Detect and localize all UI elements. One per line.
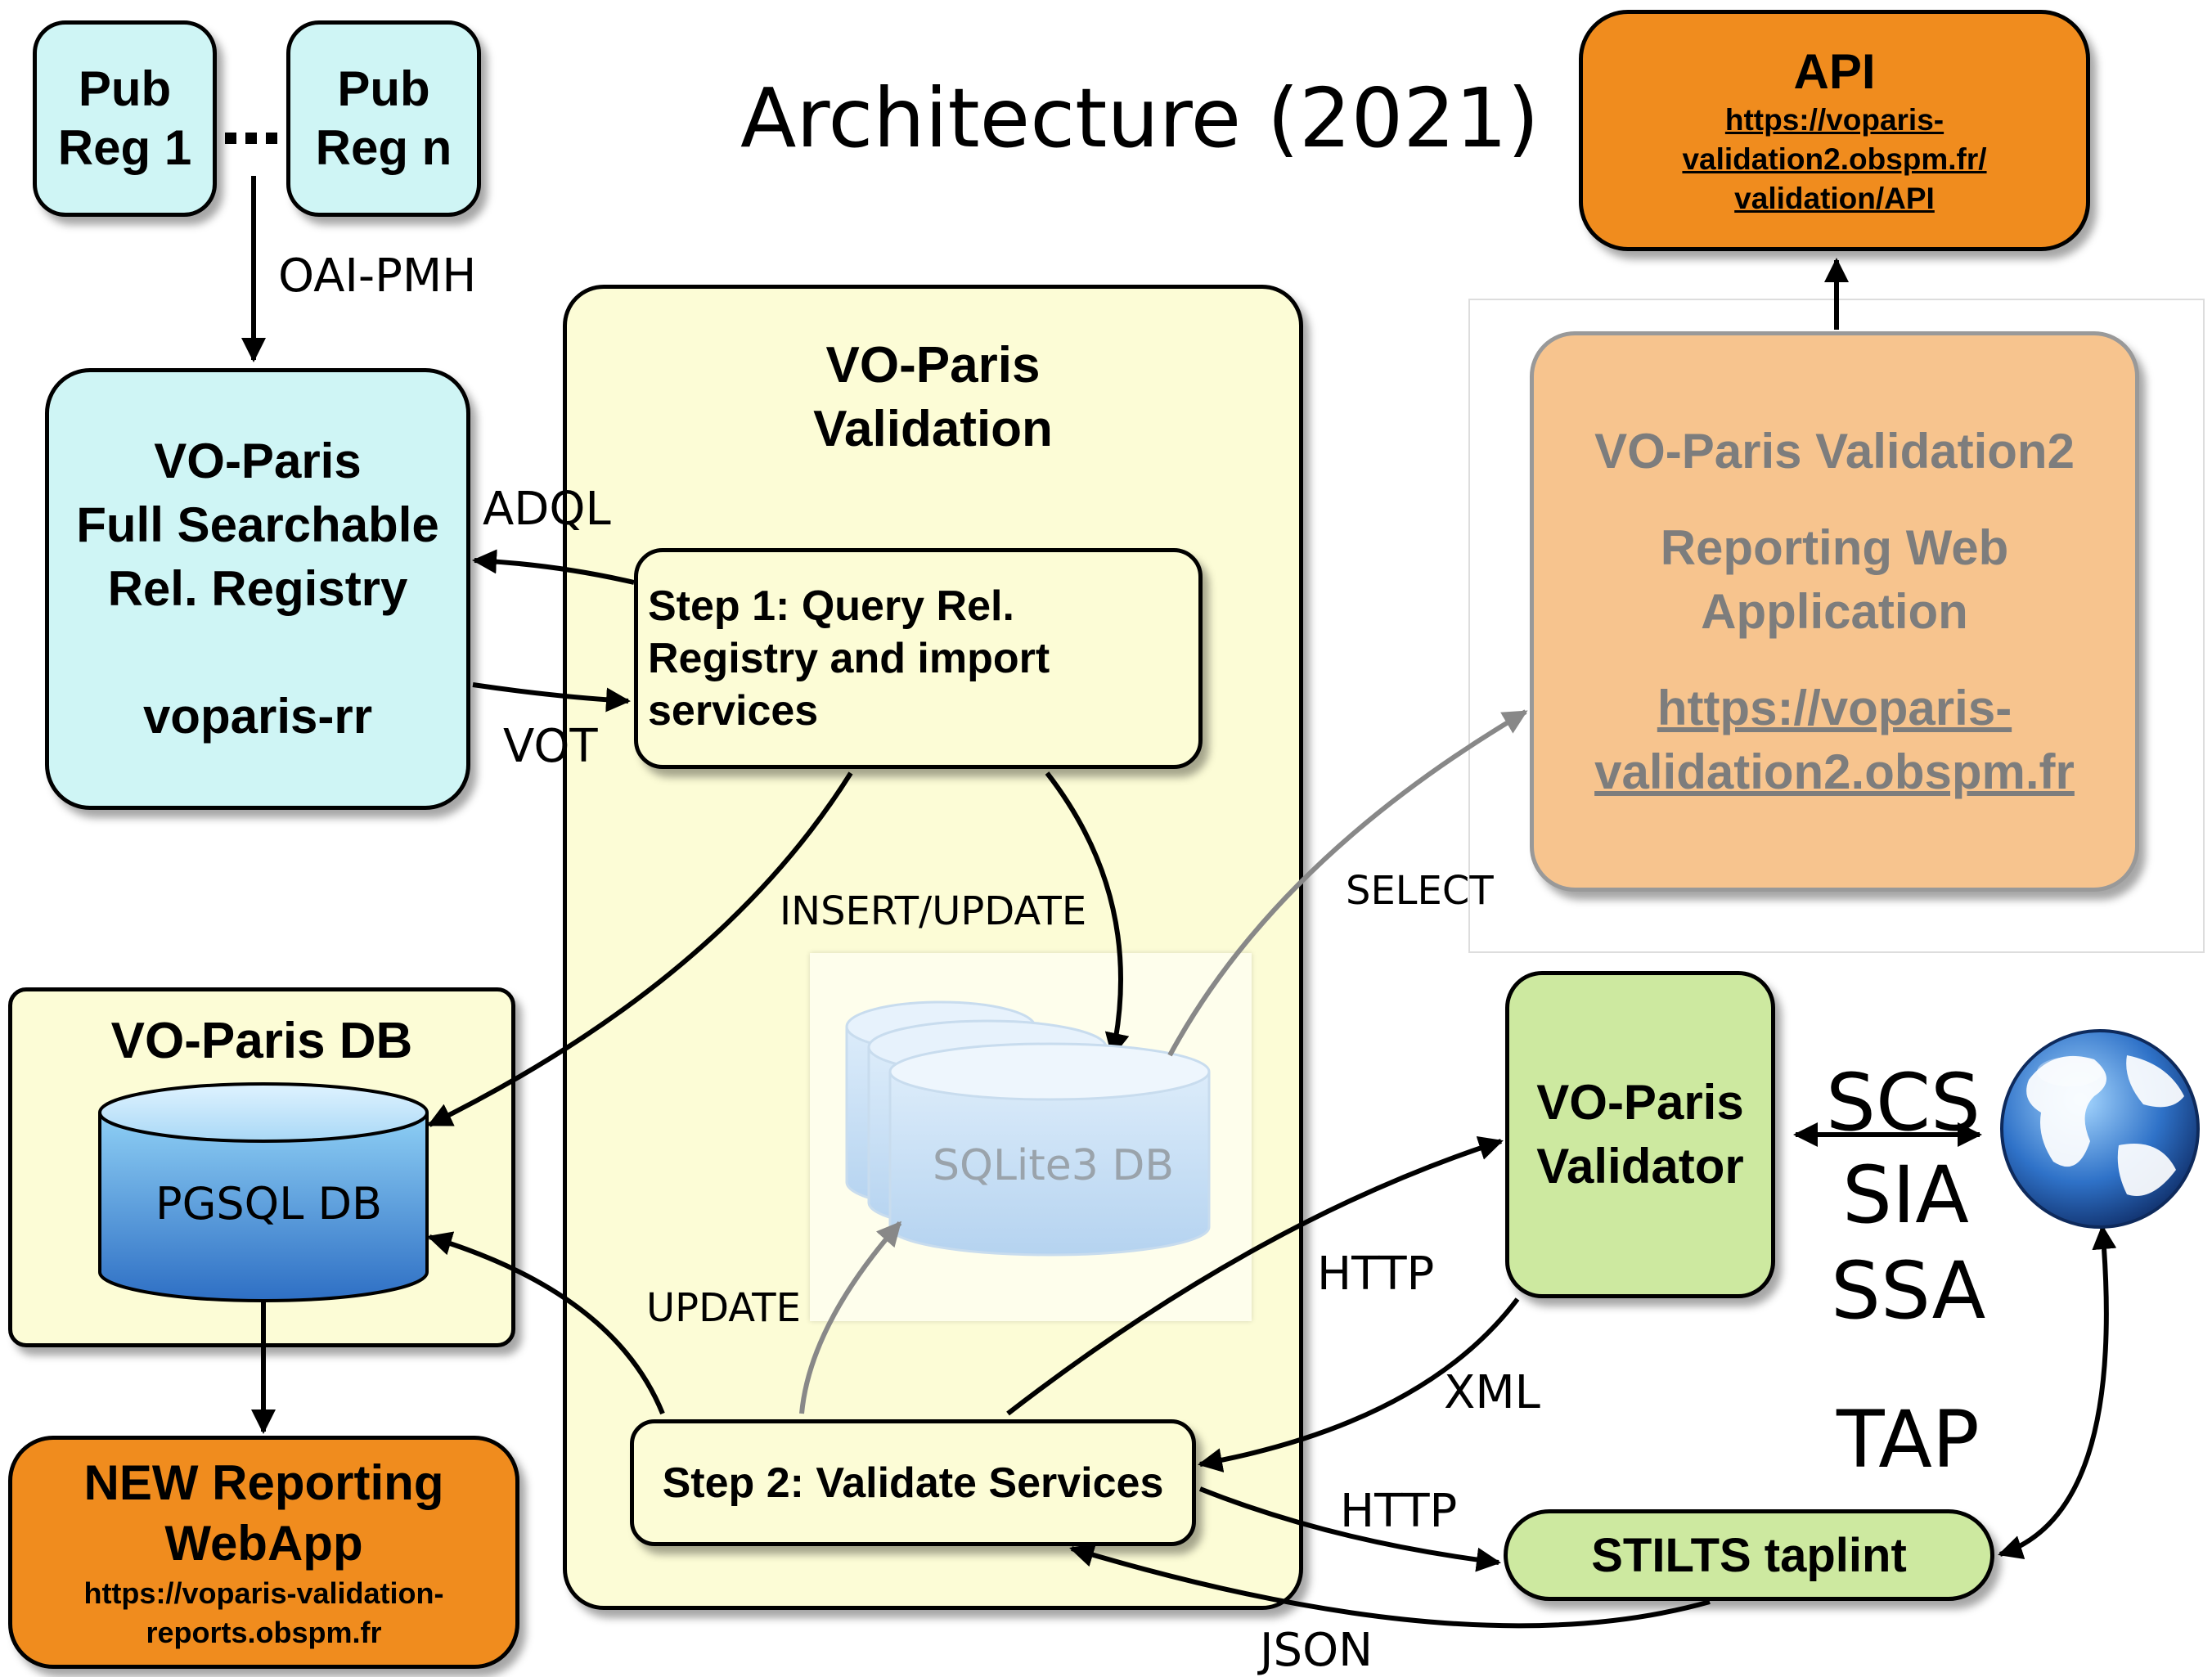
new-reporting-title-line1: NEW Reporting	[83, 1454, 444, 1510]
protocol-ssa: SSA	[1831, 1245, 1986, 1337]
sqlite-db-icon	[845, 1000, 1211, 1257]
registry-line3: Rel. Registry	[107, 561, 408, 616]
validation-container: VO-Paris Validation	[563, 285, 1303, 1610]
validation-title-line1: VO-Paris	[825, 337, 1041, 393]
registry-line1: VO-Paris	[154, 434, 362, 488]
pub-reg-n-line1: Pub	[337, 61, 430, 116]
new-reporting-url-line1[interactable]: https://voparis-validation-	[83, 1576, 444, 1610]
globe-icon	[2000, 1029, 2200, 1229]
validator-line1: VO-Paris	[1536, 1075, 1744, 1130]
adql-label: ADQL	[483, 483, 611, 536]
http-stilts-arrow	[1198, 1486, 1501, 1572]
api-url-line2[interactable]: validation2.obspm.fr/	[1682, 142, 1987, 176]
step1-box: Step 1: Query Rel. Registry and import s…	[634, 548, 1203, 769]
pub-reg-n-line2: Reg n	[315, 120, 452, 175]
pub-reg-1-line1: Pub	[78, 61, 172, 116]
sqlite-label: SQLite3 DB	[933, 1141, 1175, 1190]
select-label: SELECT	[1346, 868, 1494, 914]
pgsql-label: PGSQL DB	[155, 1178, 383, 1230]
http-stilts-label: HTTP	[1340, 1485, 1458, 1538]
validation2-subtitle: Reporting Web Application	[1661, 516, 2009, 644]
pub-reg-1-line2: Reg 1	[57, 120, 192, 175]
validation2-url-line2[interactable]: validation2.obspm.fr	[1594, 744, 2075, 799]
stilts-box: STILTS taplint	[1504, 1509, 1994, 1601]
new-reporting-title-line2: WebApp	[164, 1515, 363, 1571]
api-url[interactable]: https://voparis- validation2.obspm.fr/ v…	[1682, 101, 1986, 218]
paris-db-title: VO-Paris DB	[110, 1013, 413, 1069]
api-box: API https://voparis- validation2.obspm.f…	[1579, 10, 2090, 251]
stilts-label: STILTS taplint	[1591, 1528, 1907, 1582]
validator-box: VO-Paris Validator	[1505, 971, 1775, 1298]
json-arrow	[1069, 1543, 1711, 1629]
full-registry: VO-Paris Full Searchable Rel. Registry v…	[45, 368, 470, 810]
api-title: API	[1793, 43, 1876, 99]
protocol-scs: SCS	[1826, 1057, 1980, 1149]
protocol-tap: TAP	[1837, 1394, 1980, 1486]
validation2-box: VO-Paris Validation2 Reporting Web Appli…	[1530, 331, 2139, 892]
http-validator-label: HTTP	[1317, 1248, 1435, 1301]
validation-title-line2: Validation	[813, 401, 1053, 457]
protocol-sia: SIA	[1842, 1149, 1969, 1241]
api-url-line1[interactable]: https://voparis-	[1724, 102, 1944, 137]
step1-line3: services	[648, 687, 819, 735]
api-url-line3[interactable]: validation/API	[1734, 181, 1935, 215]
validator-line2: Validator	[1536, 1139, 1744, 1194]
validation-title: VO-Paris Validation	[813, 334, 1053, 461]
insert-update-arrow	[1045, 771, 1130, 1058]
step1-line2: Registry and import	[648, 635, 1050, 682]
diagram-title: Architecture (2021)	[740, 70, 1540, 166]
step1-line1: Step 1: Query Rel.	[648, 582, 1014, 630]
pub-reg-1: Pub Reg 1	[33, 20, 217, 217]
new-reporting-url-line2[interactable]: reports.obspm.fr	[146, 1615, 382, 1649]
pubreg-dots	[225, 133, 277, 144]
validation2-url-line1[interactable]: https://voparis-	[1657, 680, 2012, 735]
json-label: JSON	[1260, 1624, 1374, 1677]
insert-update-label: INSERT/UPDATE	[780, 888, 1087, 934]
step2-label: Step 2: Validate Services	[662, 1459, 1164, 1507]
registry-line2: Full Searchable	[76, 497, 439, 552]
vot-label: VOT	[503, 720, 598, 773]
http-validator-arrow	[1006, 1136, 1504, 1416]
new-reporting-title: NEW Reporting WebApp	[84, 1453, 444, 1574]
validation2-subtitle-line1: Reporting Web	[1660, 519, 2009, 575]
xml-label: XML	[1444, 1366, 1540, 1419]
step2-to-pgsql-arrow	[427, 1231, 665, 1415]
registry-host: voparis-rr	[142, 689, 373, 744]
validation2-url[interactable]: https://voparis- validation2.obspm.fr	[1594, 677, 2075, 804]
new-reporting-box: NEW Reporting WebApp https://voparis-val…	[8, 1436, 519, 1669]
adql-arrow	[472, 549, 635, 585]
globe-stilts-arrow	[1998, 1225, 2117, 1559]
step2-box: Step 2: Validate Services	[630, 1419, 1196, 1546]
update-label: UPDATE	[646, 1285, 801, 1331]
validation2-title: VO-Paris Validation2	[1594, 423, 2075, 479]
new-reporting-url[interactable]: https://voparis-validation- reports.obsp…	[83, 1574, 443, 1652]
validation2-subtitle-line2: Application	[1701, 583, 1968, 639]
step1-to-pgsql-arrow	[427, 771, 853, 1127]
pub-reg-n: Pub Reg n	[286, 20, 481, 217]
select-arrow	[1167, 709, 1528, 1057]
xml-arrow	[1198, 1297, 1520, 1472]
vot-arrow	[472, 682, 631, 713]
update-sqlite-arrow	[799, 1221, 902, 1414]
oai-label: OAI-PMH	[278, 250, 477, 303]
